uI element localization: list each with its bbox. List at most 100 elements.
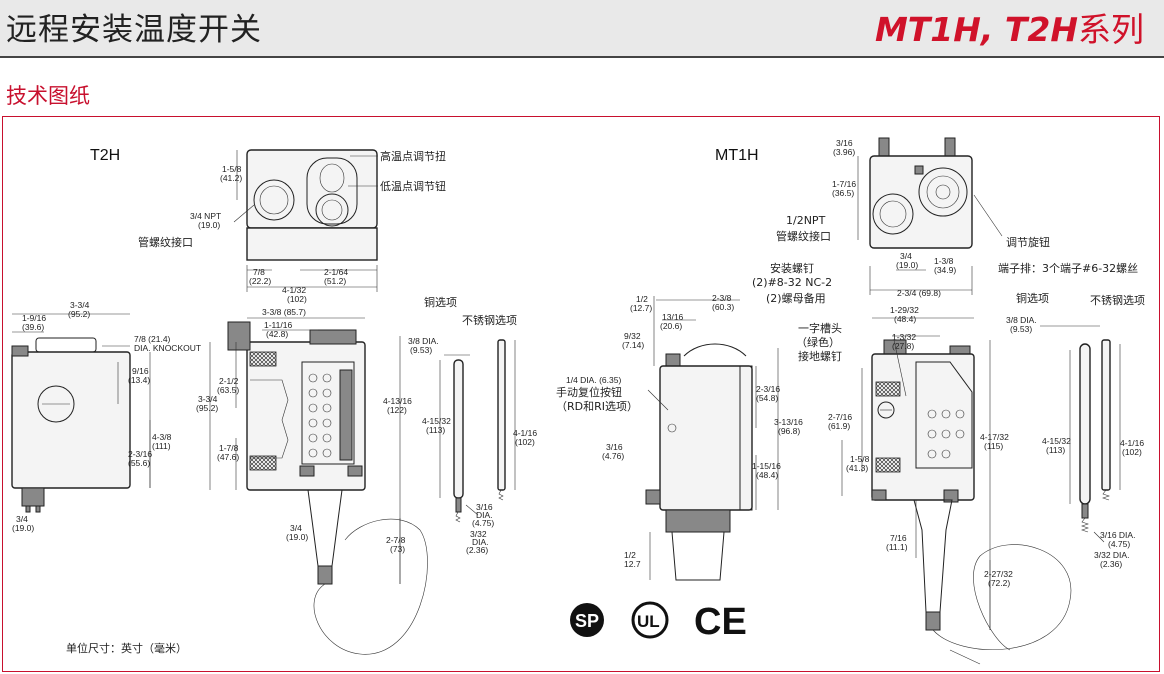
t2h-dim: (95.2) <box>196 403 218 413</box>
mt1h-dim: 3-13/16 <box>774 417 803 427</box>
mt1h-ground-label: 一字槽头 <box>798 321 842 335</box>
mt1h-dim: 1/2 <box>636 294 648 304</box>
t2h-dim: 3-3/8 (85.7) <box>262 307 306 317</box>
t2h-dim: 4-3/8 <box>152 432 172 442</box>
t2h-dim: (19.0) <box>12 523 34 533</box>
mt1h-dim: (54.8) <box>756 393 778 403</box>
units-note: 单位尺寸：英寸（毫米） <box>66 641 187 655</box>
mt1h-front-view <box>841 317 1072 665</box>
ul-mark: UL <box>631 601 669 639</box>
t2h-dim: 3/4 <box>290 523 302 533</box>
t2h-dim: 3-3/4 <box>198 394 218 404</box>
mt1h-drawing: MT1H 3/16 (3.96) 1-7/16 (36.5) 3/4 (19.0… <box>556 137 1145 665</box>
mt1h-dim: 2-27/32 <box>984 569 1013 579</box>
section-title: 技术图纸 <box>6 84 90 108</box>
t2h-low-knob-label: 低温点调节钮 <box>380 179 446 193</box>
t2h-dim: 9/16 <box>132 366 149 376</box>
mt1h-dim: 3/16 DIA. <box>1100 530 1135 540</box>
mt1h-dim: 3/16 <box>606 442 623 452</box>
t2h-top-view <box>233 149 378 292</box>
mt1h-dim: 2-3/4 (69.8) <box>897 288 941 298</box>
mt1h-terminal-label: 端子排：3个端子#6-32螺丝 <box>998 261 1138 275</box>
mt1h-mount-spec: (2)#8-32 NC-2 <box>752 276 832 289</box>
t2h-dim: (102) <box>287 294 307 304</box>
t2h-dim: 1-7/8 <box>219 443 239 453</box>
t2h-dim: (19.0) <box>286 532 308 542</box>
mt1h-mount-nut: (2)螺母备用 <box>766 291 826 305</box>
t2h-dim: (113) <box>426 425 445 435</box>
t2h-dim: DIA. <box>472 537 489 547</box>
mt1h-dim: 2-3/16 <box>756 384 780 394</box>
svg-text:SP: SP <box>575 611 599 631</box>
t2h-dim: 7/8 (21.4) <box>134 334 171 344</box>
t2h-dim: (95.2) <box>68 309 90 319</box>
t2h-bulbs <box>439 339 516 523</box>
mt1h-mount-label: 安装螺钉 <box>770 261 814 275</box>
mt1h-dim: (2.36) <box>1100 559 1122 569</box>
t2h-dim: 1-5/8 <box>222 164 242 174</box>
t2h-dim: (122) <box>387 405 407 415</box>
mt1h-copper-label: 铜选项 <box>1016 291 1049 305</box>
mt1h-dim: 1/2 <box>624 550 636 560</box>
t2h-dim: 4-1/16 <box>513 428 537 438</box>
t2h-steel-label: 不锈钢选项 <box>462 314 517 327</box>
mt1h-dim: (11.1) <box>886 542 908 552</box>
mt1h-label: MT1H <box>715 147 759 164</box>
mt1h-dim: (115) <box>984 441 1003 451</box>
mt1h-dim: 1-5/8 <box>850 454 870 464</box>
mt1h-dim: 1-29/32 <box>890 305 919 315</box>
t2h-dim: (47.6) <box>217 452 239 462</box>
t2h-dim: (73) <box>390 544 405 554</box>
page-header: 远程安装温度开关 MT1H, T2H系列 <box>0 0 1164 58</box>
t2h-dim: 1-11/16 <box>264 320 292 330</box>
mt1h-dim: (61.9) <box>828 421 850 431</box>
mt1h-dim: 9/32 <box>624 331 641 341</box>
mt1h-dim: (48.4) <box>756 470 778 480</box>
t2h-dim: (42.8) <box>266 329 288 339</box>
t2h-dim: (4.75) <box>472 518 494 528</box>
mt1h-dim: 3/16 <box>836 138 853 148</box>
mt1h-ground-color: （绿色） <box>796 335 840 349</box>
mt1h-dim: (19.0) <box>896 260 918 270</box>
t2h-dim: 4-1/32 <box>282 285 306 295</box>
certification-marks: SP UL CE <box>570 601 747 643</box>
mt1h-dim: (9.53) <box>1010 324 1032 334</box>
t2h-dim: DIA. KNOCKOUT <box>134 343 201 353</box>
t2h-dim: (39.6) <box>22 322 44 332</box>
t2h-front-view <box>209 317 428 655</box>
t2h-dim: 2-1/64 <box>324 267 348 277</box>
mt1h-dim: 3/8 DIA. <box>1006 315 1037 325</box>
t2h-dim: (102) <box>515 437 535 447</box>
t2h-drawing: T2H 高温点调节扭 低温点调节钮 管螺纹接口 1-5/8 (41.2) 3/4 <box>11 147 537 655</box>
t2h-dim: 3/4 <box>16 514 28 524</box>
mt1h-dim: (4.76) <box>602 451 624 461</box>
mt1h-dim: 1-15/16 <box>752 461 781 471</box>
drawing-frame <box>2 116 1160 672</box>
mt1h-dim: (36.5) <box>832 188 854 198</box>
t2h-dim: 3/4 NPT <box>190 211 221 221</box>
t2h-dim: (9.53) <box>410 345 432 355</box>
mt1h-pipe-label: 管螺纹接口 <box>776 229 831 243</box>
series-suffix: 系列 <box>1078 10 1144 49</box>
t2h-dim: 2-3/16 <box>128 449 152 459</box>
t2h-dim: (63.5) <box>217 385 239 395</box>
t2h-dim: 3-3/4 <box>70 300 90 310</box>
t2h-high-knob-label: 高温点调节扭 <box>380 149 446 163</box>
mt1h-dim: 7/16 <box>890 533 907 543</box>
t2h-label: T2H <box>90 147 120 164</box>
mt1h-steel-label: 不锈钢选项 <box>1090 294 1145 307</box>
mt1h-dim: 12.7 <box>624 559 641 569</box>
t2h-pipe-label: 管螺纹接口 <box>138 235 193 249</box>
mt1h-side-view <box>645 296 779 581</box>
t2h-dim: (2.36) <box>466 545 488 555</box>
t2h-dim: 2-7/8 <box>386 535 406 545</box>
t2h-dim: 7/8 <box>253 267 265 277</box>
mt1h-reset-label: 手动复位按钮 <box>556 385 622 399</box>
page-title: 远程安装温度开关 <box>6 12 262 48</box>
t2h-dim: 4-13/16 <box>383 396 412 406</box>
mt1h-dim: 4-15/32 <box>1042 436 1071 446</box>
csa-mark: SP <box>570 603 604 637</box>
mt1h-ground-screw: 接地螺钉 <box>798 350 842 363</box>
mt1h-dim: (20.6) <box>660 321 682 331</box>
